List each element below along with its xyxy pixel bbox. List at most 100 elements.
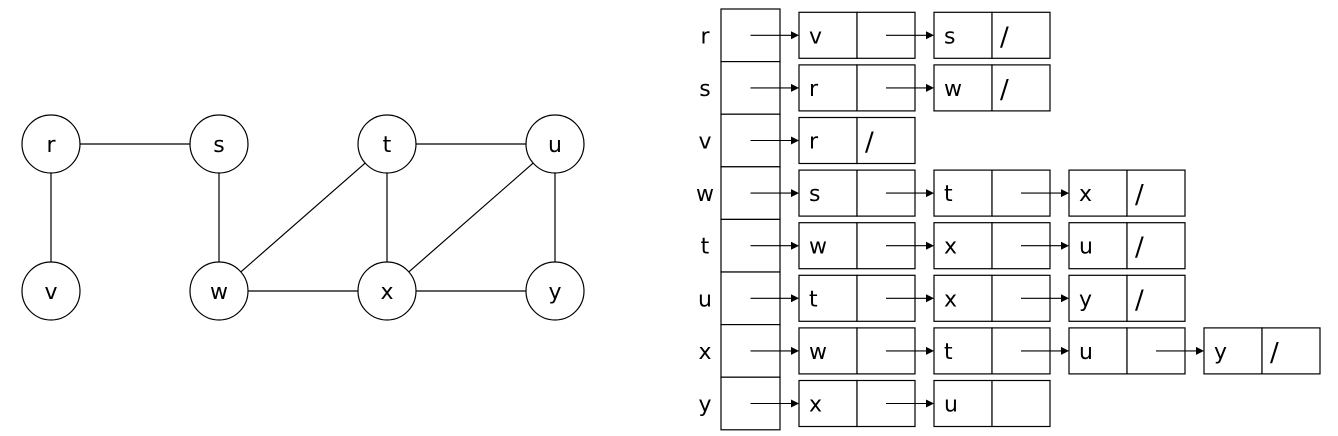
list-node-x: x [933,222,1051,270]
arrow-head [926,31,934,40]
list-node-s: s [798,169,916,217]
list-node-key: x [944,235,957,260]
list-node-key: w [809,340,827,365]
arrow-head [926,399,934,408]
node-circle [189,114,249,174]
head-pointer-arrow [750,31,799,40]
list-node-key-cell [933,327,993,375]
arrow-head [1061,241,1069,250]
list-node-t: t [798,274,916,322]
list-node-key-cell [798,64,858,112]
list-node-key: r [809,130,819,155]
list-node-next-cell [1126,274,1186,322]
row-vertex-label: s [699,77,710,102]
arrow-head [791,31,799,40]
row-vertex-label: r [700,24,710,49]
nil-terminator: / [1000,22,1009,52]
next-pointer-arrow [1021,189,1069,198]
list-node-key: s [944,24,955,49]
list-node-x: x/ [1068,169,1186,217]
list-node-key-cell [1068,327,1128,375]
list-node-w: w/ [933,64,1051,112]
node-label: y [548,280,561,305]
list-node-key: x [809,393,822,418]
arrow-head [1061,346,1069,355]
list-node-key: t [809,287,818,312]
next-pointer-arrow [886,31,934,40]
arrow-head [791,189,799,198]
next-pointer-arrow [886,399,934,408]
node-circle [189,261,249,321]
list-node-key-cell [798,11,858,59]
row-vertex-label: y [698,393,711,418]
list-node-key-cell [798,379,858,428]
node-label: v [44,280,57,305]
graph-node-x: x [357,261,417,321]
node-circle [525,261,585,321]
row-vertex-label: x [698,340,711,365]
row-vertex-label: w [696,182,714,207]
graph-edge-u-x [408,162,534,273]
next-pointer-arrow [886,83,934,92]
list-node-y: y/ [1068,274,1186,322]
next-pointer-arrow [1021,241,1069,250]
list-node-key: u [1079,340,1093,365]
list-node-key: w [944,77,962,102]
head-pointer-arrow [750,241,799,250]
next-pointer-arrow [886,189,934,198]
list-node-key-cell [933,379,993,428]
list-node-next-cell [1126,169,1186,217]
nil-terminator: / [1135,180,1144,210]
list-node-key: u [1079,235,1093,260]
list-node-key: v [809,24,822,49]
list-node-key-cell [798,327,858,375]
arrow-head [926,294,934,303]
list-node-key-cell [1203,327,1263,375]
head-pointer-arrow [750,399,799,408]
list-node-key: s [809,182,820,207]
node-label: w [210,280,228,305]
list-node-key-cell [1068,274,1128,322]
list-node-s: s/ [933,11,1051,59]
list-node-key: x [944,287,957,312]
node-label: r [46,133,56,158]
list-node-key-cell [933,64,993,112]
list-node-key: r [809,77,819,102]
list-node-next-cell [1261,327,1321,375]
graph-edges [50,143,556,292]
arrow-head [791,241,799,250]
node-label: u [548,133,562,158]
arrow-head [926,241,934,250]
graph-node-v: v [21,261,81,321]
list-node-key: x [1079,182,1092,207]
list-node-key-cell [933,222,993,270]
arrow-head [926,189,934,198]
list-node-key: u [944,393,958,418]
next-pointer-arrow [886,294,934,303]
head-pointer-arrow [750,136,799,145]
head-pointer-arrow [750,294,799,303]
list-node-key: t [944,340,953,365]
list-node-r: r/ [798,116,916,165]
arrow-head [791,136,799,145]
nil-terminator: / [865,128,874,158]
head-pointer-arrow [750,189,799,198]
list-node-next-cell [856,116,916,165]
list-node-key-cell [798,274,858,322]
next-pointer-arrow [1021,294,1069,303]
list-node-key-cell [798,222,858,270]
graph-node-u: u [525,114,585,174]
nil-terminator: / [1135,285,1144,315]
next-pointer-arrow [886,346,934,355]
nil-terminator: / [1135,233,1144,263]
arrow-head [1061,294,1069,303]
next-pointer-arrow [886,241,934,250]
head-pointer-arrow [750,346,799,355]
